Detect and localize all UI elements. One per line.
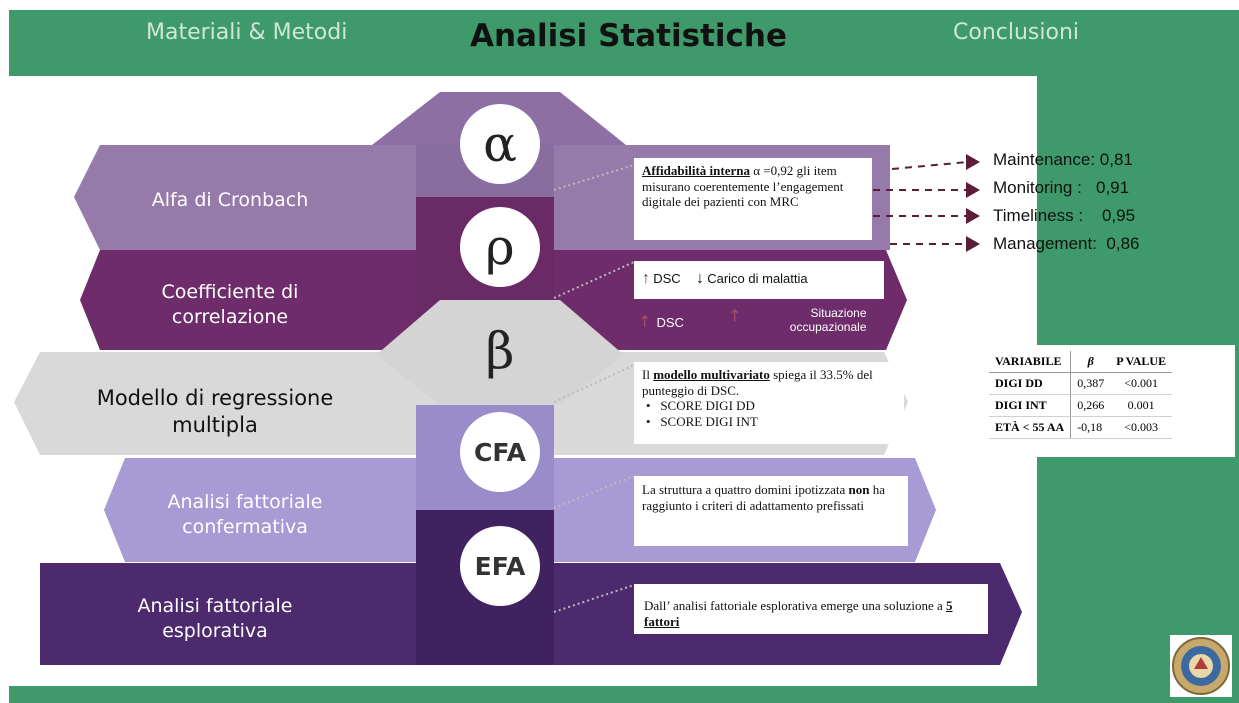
reliability-maintenance-name: Maintenance xyxy=(993,150,1091,169)
reliability-monitoring-name: Monitoring xyxy=(993,178,1073,197)
table-row: DIGI INT 0,266 0.001 xyxy=(989,394,1173,417)
arrow-up-icon: ↑ xyxy=(638,312,652,331)
label-cfa-line1: Analisi fattoriale xyxy=(167,491,323,513)
table-cell: 0,387 xyxy=(1070,372,1111,395)
rho-symbol: ρ xyxy=(485,218,515,276)
cfa-symbol-circle: CFA xyxy=(460,412,540,492)
reliability-timeliness-value: : 0,95 xyxy=(1073,206,1136,225)
note-cfa-bold: non xyxy=(848,482,870,497)
note-rho-dsc-2: DSC xyxy=(656,315,684,330)
label-alfa: Alfa di Cronbach xyxy=(100,188,360,213)
table-row: DIGI DD 0,387 <0.001 xyxy=(989,372,1173,395)
page-title: Analisi Statistiche xyxy=(470,18,787,54)
alpha-symbol-circle: α xyxy=(460,104,540,184)
regression-table: VARIABILE β P VALUE DIGI DD 0,387 <0.001… xyxy=(989,351,1173,439)
efa-symbol-circle: EFA xyxy=(460,526,540,606)
table-header-pvalue: P VALUE xyxy=(1110,351,1173,373)
note-alfa-text: α =0,92 gli item misurano coerentemente … xyxy=(642,163,844,210)
label-cfa: Analisi fattoriale confermativa xyxy=(110,490,380,539)
arrowheads xyxy=(966,154,980,252)
note-beta-bullet-1-text: SCORE DIGI DD xyxy=(660,398,755,414)
beta-symbol: β xyxy=(485,322,515,380)
reliability-management-name: Management xyxy=(993,234,1093,253)
note-efa-text: Dall’ analisi fattoriale esplorativa eme… xyxy=(644,598,947,613)
label-cfa-line2: confermativa xyxy=(182,515,308,538)
seal-icon xyxy=(1172,637,1230,695)
beta-symbol-holder: β xyxy=(470,322,530,380)
label-efa: Analisi fattoriale esplorativa xyxy=(80,594,350,643)
table-cell: <0.003 xyxy=(1110,416,1173,439)
hex-beta xyxy=(376,300,624,405)
label-coefficiente-line2: correlazione xyxy=(171,305,289,328)
rho-symbol-circle: ρ xyxy=(460,207,540,287)
label-coefficiente-line1: Coefficiente di xyxy=(161,281,299,303)
header-bar xyxy=(9,10,1239,76)
note-rho-carico: Carico di malattia xyxy=(707,271,808,286)
table-cell: DIGI INT xyxy=(989,394,1071,417)
alpha-symbol: α xyxy=(483,115,517,173)
table-cell: ETÀ < 55 AA xyxy=(989,416,1071,439)
reliability-monitoring-value: : 0,91 xyxy=(1072,178,1130,197)
note-rho-dsc-1: DSC xyxy=(653,271,681,286)
nav-conclusioni[interactable]: Conclusioni xyxy=(953,20,1080,45)
table-header-variabile: VARIABILE xyxy=(989,351,1071,373)
note-cfa-text-b: ha raggiunto i criteri di adattamento pr… xyxy=(642,482,885,513)
reliability-arrows xyxy=(873,161,969,245)
reliability-timeliness: Timeliness : 0,95 xyxy=(993,206,1135,226)
table-header-row: VARIABILE β P VALUE xyxy=(989,351,1173,373)
table-cell: DIGI DD xyxy=(989,372,1071,395)
note-alfa-bold: Affidabilità interna xyxy=(642,163,750,178)
note-beta-bullet-2: • SCORE DIGI INT xyxy=(646,413,758,429)
reliability-monitoring: Monitoring : 0,91 xyxy=(993,178,1129,198)
label-alfa-line1: Alfa di Cronbach xyxy=(151,189,309,211)
note-beta-bold: modello multivariato xyxy=(653,367,770,382)
dotted-connectors xyxy=(553,164,635,613)
note-beta-bullet-1: • SCORE DIGI DD xyxy=(646,398,755,414)
table-row: ETÀ < 55 AA -0,18 <0.003 xyxy=(989,416,1173,439)
note-efa-bold: 5 fattori xyxy=(644,598,953,629)
note-efa: Dall’ analisi fattoriale esplorativa eme… xyxy=(634,584,988,634)
regression-table-card: VARIABILE β P VALUE DIGI DD 0,387 <0.001… xyxy=(985,345,1235,457)
nav-materiali-metodi[interactable]: Materiali & Metodi xyxy=(146,20,348,45)
note-rho-box: ↑ DSC ↓ Carico di malattia xyxy=(634,261,884,299)
table-cell: 0.001 xyxy=(1110,394,1173,417)
note-beta-text-b: spiega il 33.5% del punteggio di DSC. xyxy=(642,367,873,398)
note-cfa: La struttura a quattro domini ipotizzata… xyxy=(634,476,908,546)
note-beta-text-a: Il xyxy=(642,367,654,382)
note-rho-situazione: Situazione occupazionale xyxy=(789,306,867,335)
cfa-symbol: CFA xyxy=(474,437,526,467)
efa-symbol: EFA xyxy=(474,551,526,581)
note-cfa-text-a: La struttura a quattro domini ipotizzata xyxy=(642,482,849,497)
note-rho-row2: ↑ DSC xyxy=(638,312,684,331)
note-rho-row2b: ↑ Situazione occupazionale xyxy=(728,306,878,335)
reliability-management: Management: 0,86 xyxy=(993,234,1140,254)
table-cell: <0.001 xyxy=(1110,372,1173,395)
reliability-timeliness-name: Timeliness xyxy=(993,206,1074,225)
reliability-management-value: : 0,86 xyxy=(1092,234,1140,253)
arrow-down-icon: ↓ xyxy=(695,270,704,287)
label-regressione-line1: Modello di regressione xyxy=(96,386,334,410)
note-beta-bullet-2-text: SCORE DIGI INT xyxy=(660,413,758,429)
label-coefficiente: Coefficiente di correlazione xyxy=(100,280,360,329)
label-efa-line2: esplorativa xyxy=(162,619,268,642)
footer-bar xyxy=(9,686,1239,703)
label-efa-line1: Analisi fattoriale xyxy=(137,595,293,617)
reliability-maintenance: Maintenance: 0,81 xyxy=(993,150,1133,170)
table-header-beta: β xyxy=(1070,351,1111,373)
reliability-maintenance-value: : 0,81 xyxy=(1090,150,1133,169)
arrow-up-icon: ↑ xyxy=(642,270,650,287)
arrow-up-icon: ↑ xyxy=(728,306,742,325)
label-regressione: Modello di regressione multipla xyxy=(60,385,370,440)
note-alfa: Affidabilità interna α =0,92 gli item mi… xyxy=(634,158,872,240)
table-cell: -0,18 xyxy=(1070,416,1111,439)
university-seal-logo xyxy=(1170,635,1232,697)
table-cell: 0,266 xyxy=(1070,394,1111,417)
label-regressione-line2: multipla xyxy=(172,413,258,438)
note-beta: Il modello multivariato spiega il 33.5% … xyxy=(634,362,904,444)
